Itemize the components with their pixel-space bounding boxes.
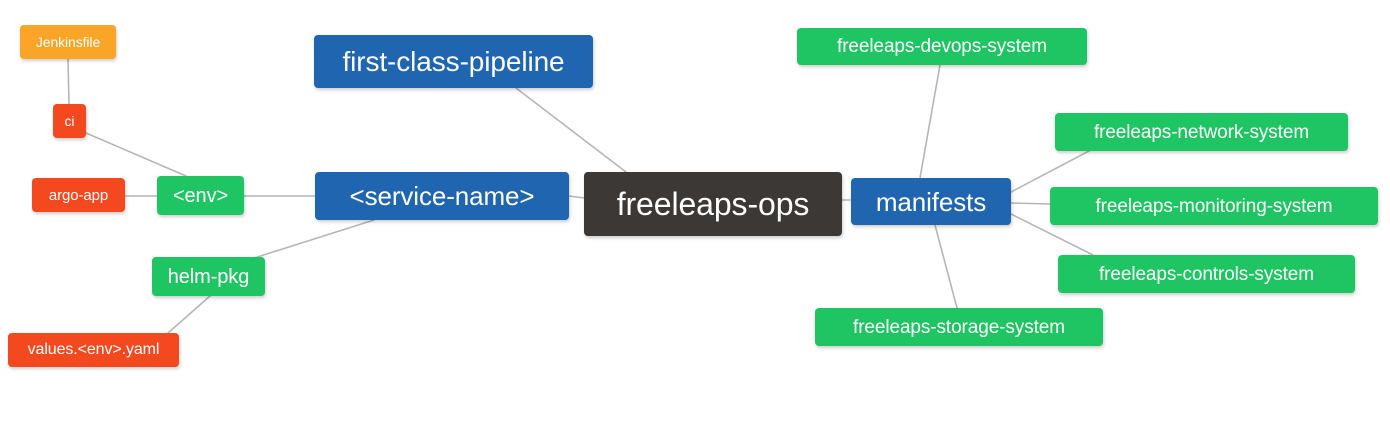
node-values-env-yaml[interactable]: values.<env>.yaml [8,333,179,367]
edge-helm-pkg-to-service-name [250,219,375,260]
edge-manifests-to-freeleaps-devops-system [919,64,941,179]
edge-manifests-to-freeleaps-network-system [1010,150,1090,193]
edge-first-class-pipeline-to-freeleaps-ops [515,87,627,173]
node-first-class-pipeline[interactable]: first-class-pipeline [314,35,593,88]
node-manifests[interactable]: manifests [851,178,1011,225]
node-freeleaps-storage-system[interactable]: freeleaps-storage-system [815,308,1103,346]
node-helm-pkg[interactable]: helm-pkg [152,257,265,296]
node-argo-app[interactable]: argo-app [32,178,125,212]
node-ci[interactable]: ci [53,104,86,138]
edge-ci-to-env [85,132,187,177]
node-jenkinsfile[interactable]: Jenkinsfile [20,25,116,59]
edge-manifests-to-freeleaps-storage-system [934,224,958,309]
node-freeleaps-controls-system[interactable]: freeleaps-controls-system [1058,255,1355,293]
node-service-name[interactable]: <service-name> [315,172,569,220]
edge-jenkinsfile-to-ci [67,58,70,105]
node-freeleaps-ops[interactable]: freeleaps-ops [584,172,842,236]
edge-manifests-to-freeleaps-monitoring-system [1010,202,1051,205]
node-freeleaps-monitoring-system[interactable]: freeleaps-monitoring-system [1050,187,1378,225]
edge-values-env-yaml-to-helm-pkg [167,295,211,334]
node-freeleaps-network-system[interactable]: freeleaps-network-system [1055,113,1348,151]
node-env[interactable]: <env> [157,176,244,215]
edge-service-name-to-freeleaps-ops [568,195,585,199]
node-freeleaps-devops-system[interactable]: freeleaps-devops-system [797,28,1087,65]
